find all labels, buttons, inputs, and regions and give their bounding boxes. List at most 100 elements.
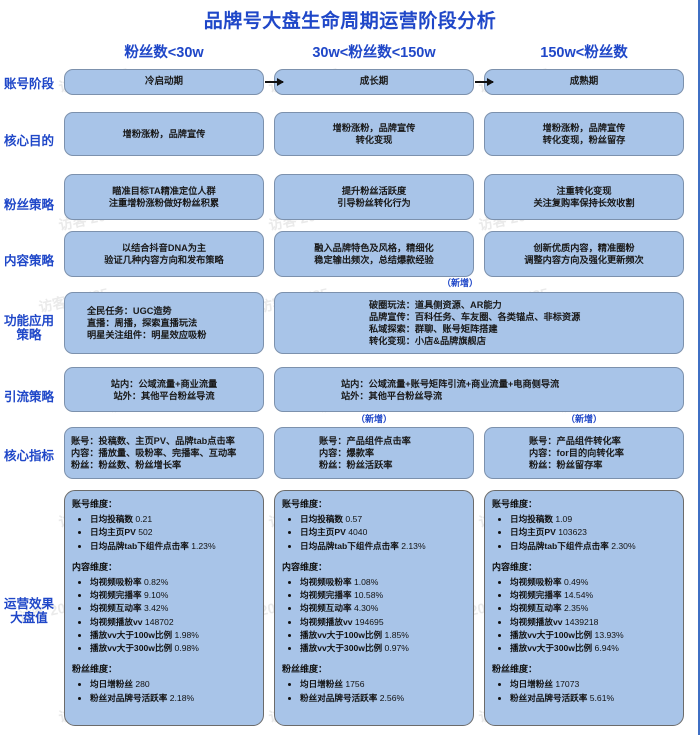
metrics-section-header-fans: 粉丝维度： — [282, 664, 328, 675]
metrics-item-value: 0.98% — [172, 643, 199, 654]
metrics-item-value: 4.30% — [351, 603, 379, 614]
metrics-item-value: 14.54% — [561, 590, 594, 601]
cell-core-purpose-2: 增粉涨粉，品牌宣传 转化变现 — [274, 112, 474, 156]
metrics-item-value: 194695 — [352, 616, 384, 627]
cell-content-strategy-3: 创新优质内容，精准圈粉 调整内容方向及强化更新频次 — [484, 231, 684, 277]
metrics-item-name: 粉丝对品牌号活跃率 — [300, 692, 378, 703]
metrics-item-name: 播放vv大于300w比例 — [510, 643, 593, 654]
metrics-item: 日均投稿数 0.57 — [300, 513, 467, 526]
page-title: 品牌号大盘生命周期运营阶段分析 — [203, 11, 497, 32]
metrics-item: 均视频互动率 3.42% — [90, 602, 257, 615]
metrics-item-name: 均视频吸粉率 — [300, 577, 352, 588]
metrics-item-name: 播放vv大于100w比例 — [510, 629, 593, 640]
metrics-item: 日均投稿数 0.21 — [90, 513, 257, 526]
metrics-item-name: 均视频吸粉率 — [510, 577, 562, 588]
metrics-item: 播放vv大于100w比例 1.85% — [300, 629, 467, 642]
metrics-section-header-content: 内容维度： — [492, 561, 538, 572]
metrics-item-value: 1756 — [342, 679, 365, 690]
metrics-section-header-fans: 粉丝维度： — [492, 664, 538, 675]
metrics-item-name: 均视频完播率 — [510, 590, 562, 601]
metrics-list-content: 均视频吸粉率 0.49%均视频完播率 14.54%均视频互动率 2.35%均视频… — [494, 576, 677, 655]
metrics-item: 播放vv大于300w比例 0.98% — [90, 642, 257, 655]
cell-fan-strategy-3: 注重转化变现 关注复购率保持长效收割 — [484, 174, 684, 220]
metrics-item-name: 均日增粉丝 — [510, 679, 553, 690]
metrics-item-name: 均视频播放vv — [300, 616, 353, 627]
metrics-item-name: 均日增粉丝 — [300, 679, 343, 690]
new-label-functional: （新增） — [441, 278, 478, 288]
column-header-2: 30w<粉丝数<150w — [312, 45, 436, 61]
metrics-item-value: 13.93% — [592, 629, 624, 640]
cell-content-strategy-2: 融入品牌特色及风格，精细化 稳定输出频次，总结爆款经验 — [274, 231, 474, 277]
row-label-traffic-strategy: 引流策略 — [3, 390, 54, 404]
metrics-item-value: 1.98% — [172, 629, 199, 640]
metrics-item: 均视频完播率 10.58% — [300, 589, 467, 602]
row-label-core-purpose: 核心目的 — [3, 134, 54, 148]
metrics-item: 播放vv大于300w比例 6.94% — [510, 642, 677, 655]
metrics-item-name: 均视频互动率 — [510, 603, 562, 614]
cell-core-metrics-1: 账号：投稿数、主页PV、品牌tab点击率 内容：播放量、吸粉率、完播率、互动率 … — [64, 427, 264, 479]
metrics-item-name: 均视频播放vv — [90, 616, 143, 627]
metrics-item: 日均主页PV 103623 — [510, 526, 677, 539]
metrics-item: 均视频互动率 4.30% — [300, 602, 467, 615]
arrow-stage-1-to-2 — [265, 77, 284, 86]
metrics-item-value: 0.21 — [132, 514, 153, 525]
cell-account-stage-3: 成熟期 — [484, 69, 684, 95]
row-label-fan-strategy: 粉丝策略 — [3, 198, 54, 212]
metrics-item: 均视频完播率 9.10% — [90, 589, 257, 602]
metrics-item: 日均品牌tab下组件点击率 2.30% — [510, 540, 677, 553]
metrics-item-value: 2.56% — [377, 692, 405, 703]
metrics-item-value: 1439218 — [562, 616, 599, 627]
metrics-item-value: 1.23% — [188, 540, 216, 551]
metrics-item: 日均投稿数 1.09 — [510, 513, 677, 526]
metrics-item-value: 502 — [135, 527, 153, 538]
metrics-item: 日均品牌tab下组件点击率 2.13% — [300, 540, 467, 553]
metrics-item-value: 10.58% — [351, 590, 384, 601]
metrics-box-2: 账号维度：日均投稿数 0.57日均主页PV 4040日均品牌tab下组件点击率 … — [274, 490, 474, 726]
metrics-item-value: 280 — [132, 679, 150, 690]
metrics-item: 均视频播放vv 148702 — [90, 616, 257, 629]
metrics-list-fans: 均日增粉丝 17073 粉丝对品牌号活跃率 5.61% — [494, 678, 677, 704]
metrics-item-value: 2.30% — [608, 540, 636, 551]
metrics-item: 日均主页PV 502 — [90, 526, 257, 539]
metrics-item-name: 日均主页PV — [90, 527, 136, 538]
metrics-item: 均视频播放vv 194695 — [300, 616, 467, 629]
row-label-operation-result: 运营效果 大盘值 — [3, 597, 54, 625]
new-label-core-metric-3: （新增） — [565, 414, 602, 424]
metrics-item-value: 4040 — [345, 527, 368, 538]
metrics-item-value: 103623 — [555, 527, 587, 538]
cell-fan-strategy-1: 瞄准目标TA精准定位人群 注重增粉涨粉做好粉丝积累 — [64, 174, 264, 220]
metrics-item-name: 均视频吸粉率 — [90, 577, 142, 588]
metrics-item-name: 日均品牌tab下组件点击率 — [510, 540, 609, 551]
metrics-section-header-account: 账号维度： — [492, 499, 538, 509]
metrics-item-value: 17073 — [552, 679, 580, 690]
cell-account-stage-1: 冷启动期 — [64, 69, 264, 95]
metrics-item-value: 5.61% — [587, 692, 615, 703]
metrics-item: 均日增粉丝 1756 — [300, 678, 467, 691]
metrics-item-name: 日均品牌tab下组件点击率 — [300, 540, 399, 551]
metrics-item-name: 播放vv大于300w比例 — [90, 643, 173, 654]
metrics-item: 粉丝对品牌号活跃率 5.61% — [510, 692, 677, 705]
metrics-list-content: 均视频吸粉率 0.82%均视频完播率 9.10%均视频互动率 3.42%均视频播… — [74, 576, 257, 655]
metrics-item-value: 6.94% — [592, 643, 619, 654]
metrics-section-header-fans: 粉丝维度： — [72, 664, 118, 675]
row-label-account-stage: 账号阶段 — [3, 77, 54, 91]
metrics-item-name: 日均投稿数 — [300, 514, 343, 525]
cell-content-strategy-1: 以结合抖音DNA为主 验证几种内容方向和发布策略 — [64, 231, 264, 277]
cell-function-strategy-merged: 破圈玩法：道具侧资源、AR能力 品牌宣传：百科任务、车友圈、各类锚点、非标资源 … — [274, 292, 684, 354]
metrics-item-value: 0.97% — [382, 643, 409, 654]
row-label-function-strategy: 功能应用 策略 — [3, 314, 54, 342]
metrics-item-value: 2.35% — [561, 603, 589, 614]
metrics-item-value: 2.13% — [398, 540, 426, 551]
column-header-3: 150w<粉丝数 — [540, 45, 628, 61]
metrics-item-value: 9.10% — [141, 590, 169, 601]
metrics-item-value: 0.57 — [342, 514, 363, 525]
metrics-item-value: 0.49% — [561, 577, 589, 588]
metrics-item: 均视频吸粉率 1.08% — [300, 576, 467, 589]
metrics-section-header-account: 账号维度： — [72, 499, 118, 509]
new-label-core-metric-2: （新增） — [355, 414, 392, 424]
metrics-item-name: 日均品牌tab下组件点击率 — [90, 540, 189, 551]
metrics-item-value: 148702 — [142, 616, 174, 627]
metrics-box-1: 账号维度：日均投稿数 0.21日均主页PV 502日均品牌tab下组件点击率 1… — [64, 490, 264, 726]
row-label-core-metrics: 核心指标 — [3, 449, 54, 463]
